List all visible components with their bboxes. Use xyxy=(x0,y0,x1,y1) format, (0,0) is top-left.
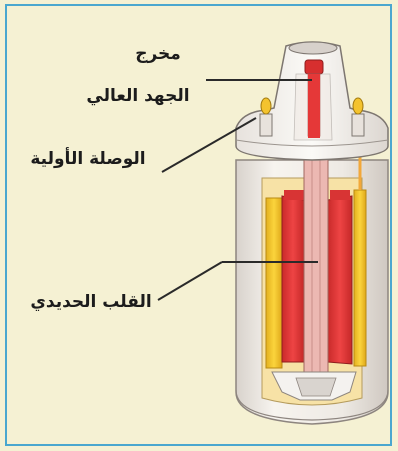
label-high-voltage-outlet-line2: الجهد العالي xyxy=(78,86,198,106)
iron-core xyxy=(304,152,328,380)
secondary-winding-right xyxy=(328,196,352,364)
secondary-top-left xyxy=(284,190,304,200)
secondary-winding-left xyxy=(282,196,304,362)
secondary-top-right xyxy=(330,190,350,200)
label-high-voltage-outlet-line1: مخرج xyxy=(118,44,198,64)
tower-opening xyxy=(289,42,337,54)
label-primary-connection: الوصلة الأولية xyxy=(18,149,158,169)
primary-winding-left xyxy=(266,198,282,368)
label-iron-core: القلب الحديدي xyxy=(26,292,156,312)
leader-iron-core xyxy=(158,262,222,300)
primary-winding-right xyxy=(354,190,366,366)
primary-terminal-right xyxy=(352,98,364,136)
primary-terminal-left xyxy=(260,98,272,136)
